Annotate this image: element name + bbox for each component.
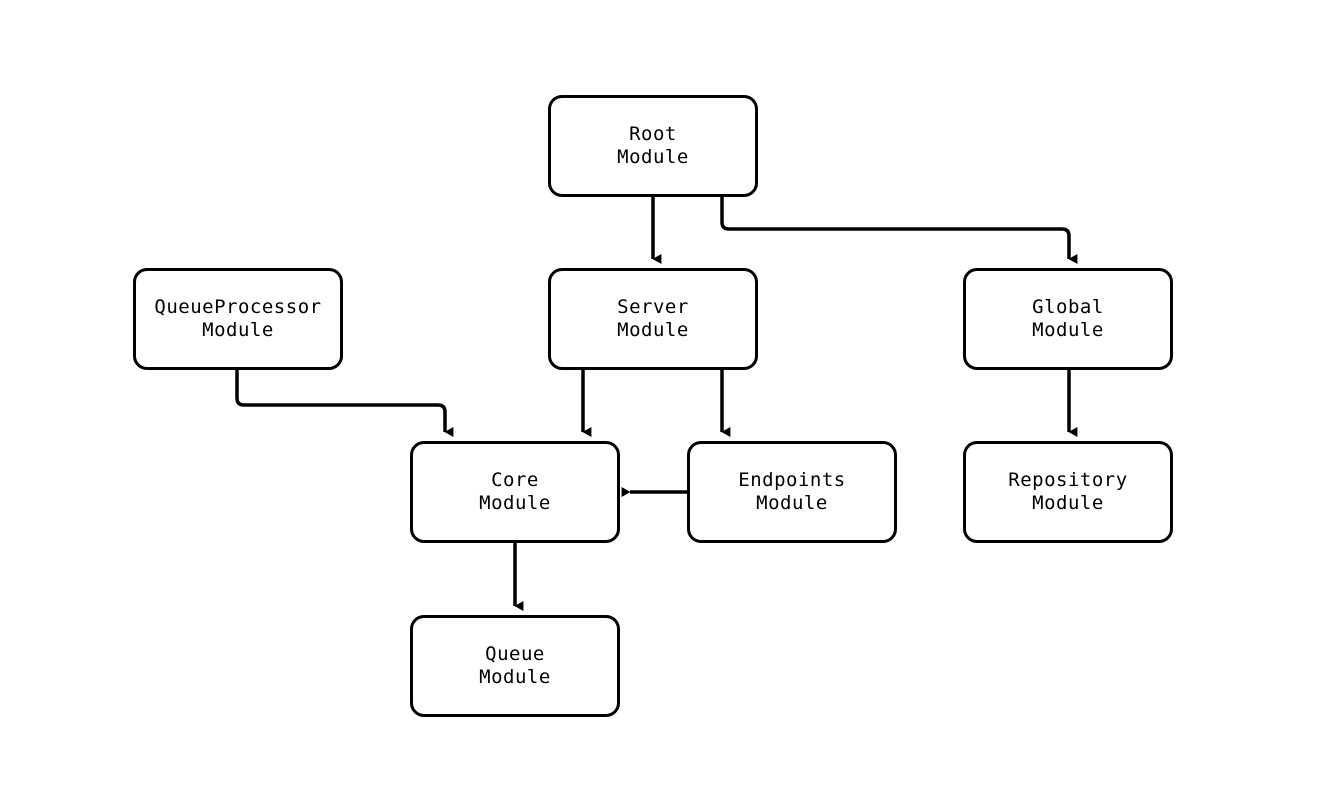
node-server[interactable]: Server Module	[548, 268, 758, 370]
node-queueprocessor[interactable]: QueueProcessor Module	[133, 268, 343, 370]
edge-queueprocessor-core	[235, 370, 454, 437]
node-queueprocessor-title: QueueProcessor	[154, 296, 322, 318]
node-root-subtitle: Module	[617, 146, 689, 168]
node-server-title: Server	[617, 296, 689, 318]
node-root[interactable]: Root Module	[548, 95, 758, 197]
node-repository[interactable]: Repository Module	[963, 441, 1173, 543]
node-endpoints-title: Endpoints	[738, 469, 846, 491]
node-queue[interactable]: Queue Module	[410, 615, 620, 717]
node-core[interactable]: Core Module	[410, 441, 620, 543]
node-root-title: Root	[629, 123, 677, 145]
node-global-title: Global	[1032, 296, 1104, 318]
node-repository-subtitle: Module	[1032, 492, 1104, 514]
node-queue-subtitle: Module	[479, 666, 551, 688]
node-endpoints[interactable]: Endpoints Module	[687, 441, 897, 543]
node-core-title: Core	[491, 469, 539, 491]
node-queueprocessor-subtitle: Module	[202, 319, 274, 341]
edge-root-global	[720, 197, 1078, 264]
node-endpoints-subtitle: Module	[756, 492, 828, 514]
node-queue-title: Queue	[485, 643, 545, 665]
node-global-subtitle: Module	[1032, 319, 1104, 341]
node-repository-title: Repository	[1008, 469, 1128, 491]
node-global[interactable]: Global Module	[963, 268, 1173, 370]
node-server-subtitle: Module	[617, 319, 689, 341]
node-core-subtitle: Module	[479, 492, 551, 514]
